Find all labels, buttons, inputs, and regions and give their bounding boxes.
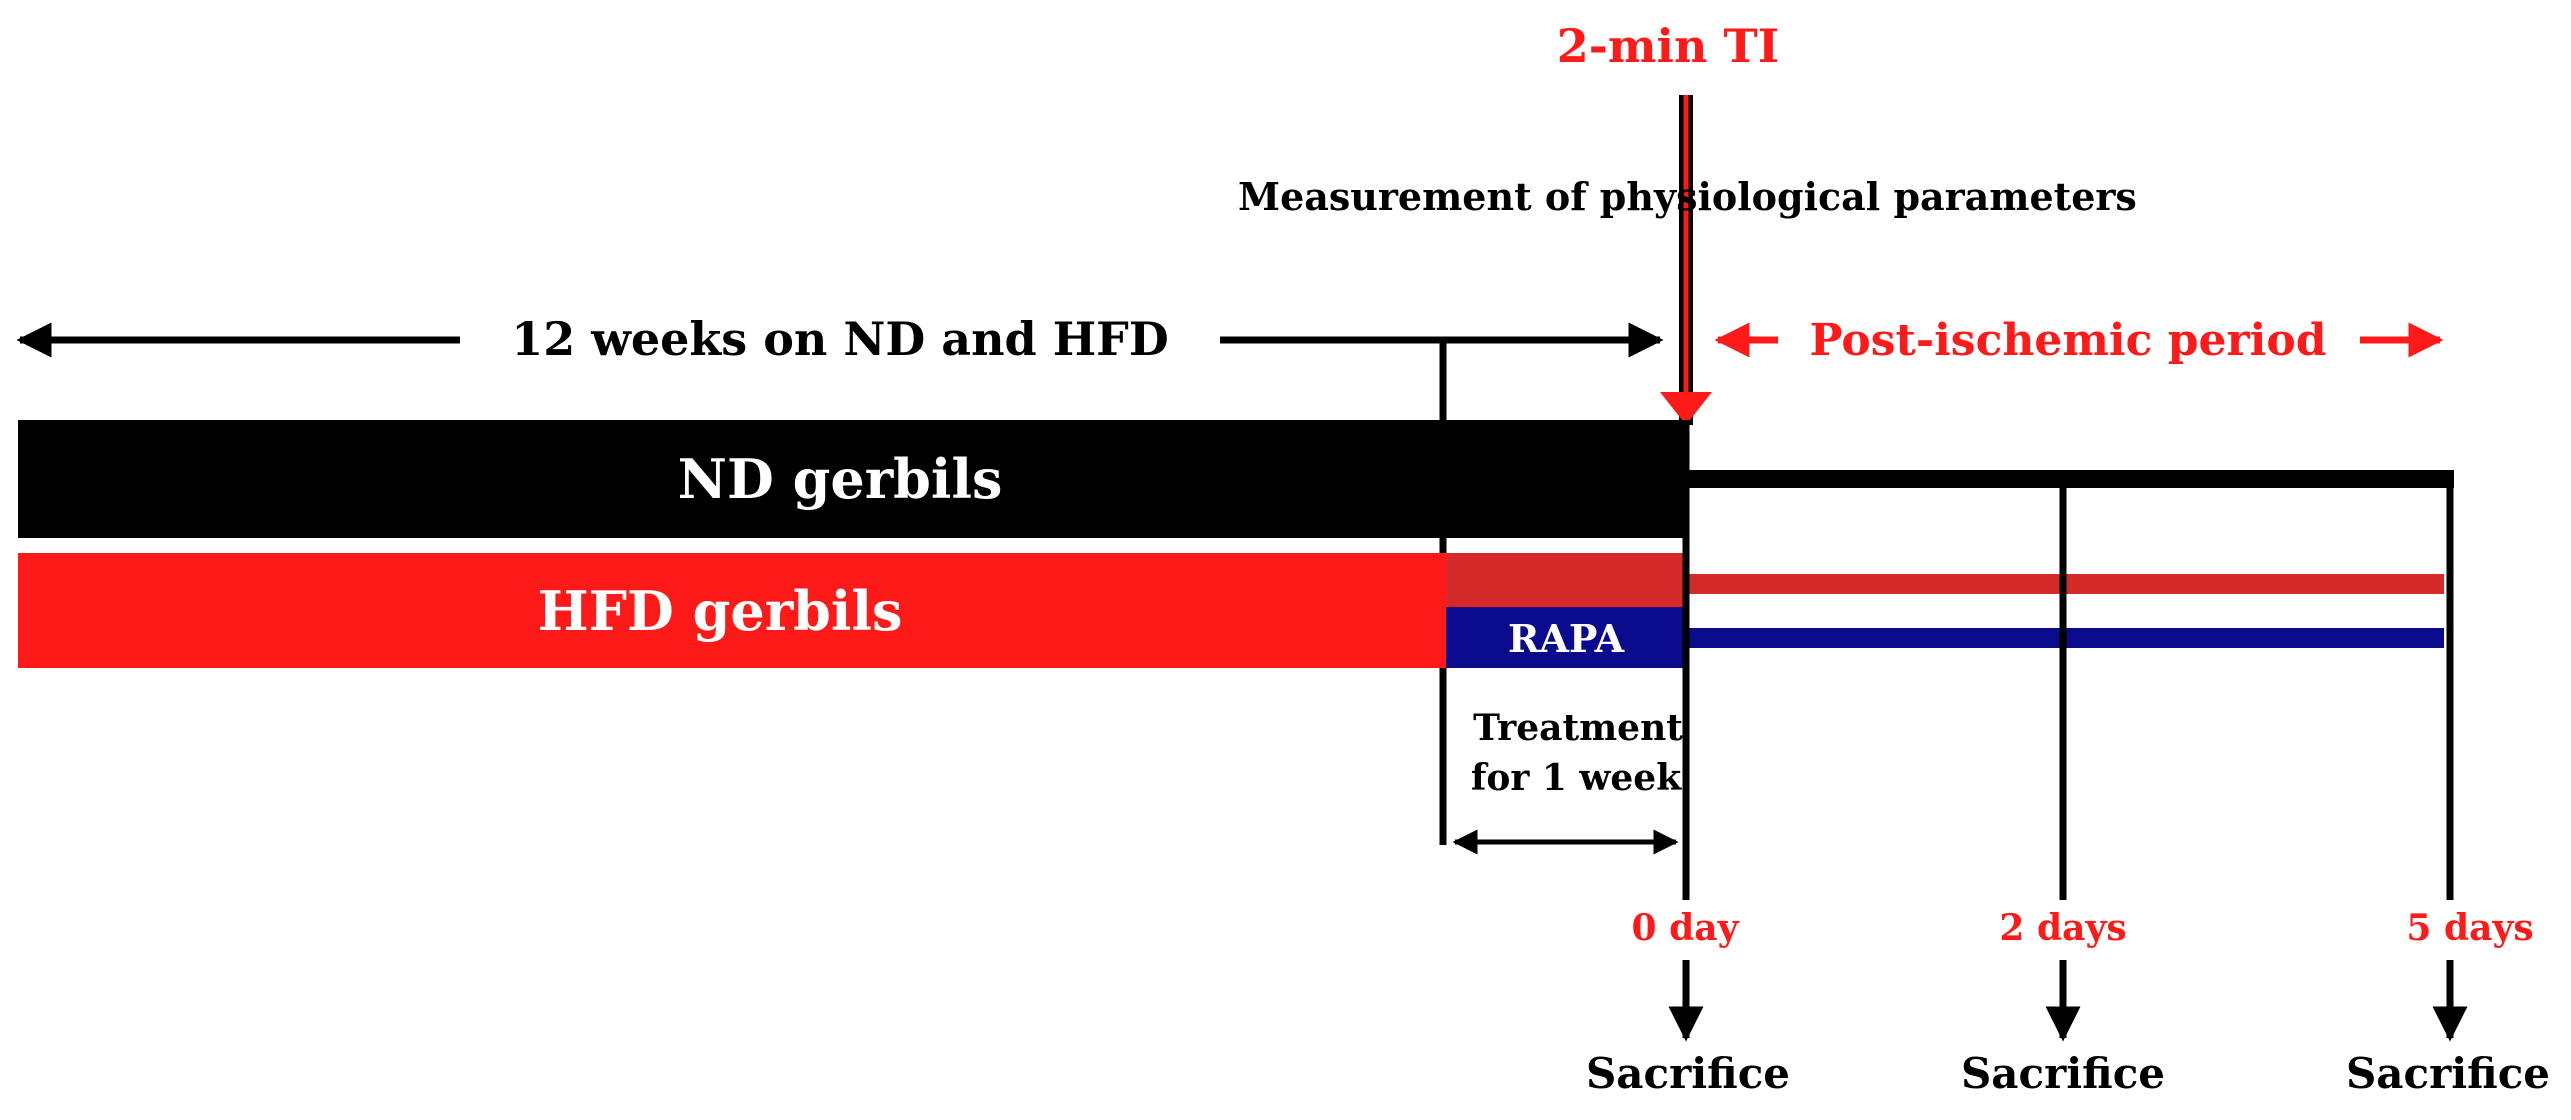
nd-gerbils-bar — [18, 420, 1686, 538]
sacrifice-label-5-days: Sacrifice — [2346, 1049, 2550, 1098]
ischemia-arrowhead — [1660, 392, 1712, 425]
treatment-label-line2: for 1 week — [1471, 757, 1682, 799]
timepoint-label-2-days: 2 days — [1999, 907, 2126, 949]
post-ischemic-label: Post-ischemic period — [1809, 315, 2326, 366]
sacrifice-label-2-days: Sacrifice — [1961, 1049, 2165, 1098]
rapa-label: RAPA — [1508, 616, 1625, 661]
rapa-bar — [1446, 607, 1686, 668]
hfd-gerbils-bar — [18, 553, 1686, 668]
treatment-label-line1: Treatment — [1473, 707, 1683, 749]
hfd-treatment-segment — [1446, 553, 1686, 605]
sacrifice-label-0-day: Sacrifice — [1586, 1049, 1790, 1098]
timepoint-label-5-days: 5 days — [2406, 907, 2533, 949]
diet-period-label: 12 weeks on ND and HFD — [511, 312, 1168, 366]
measurement-label: Measurement of physiological parameters — [1238, 174, 2137, 219]
ischemia-label: 2-min TI — [1557, 19, 1779, 73]
nd-gerbils-label: ND gerbils — [678, 447, 1003, 511]
hfd-gerbils-label: HFD gerbils — [538, 579, 903, 643]
timepoint-label-0-day: 0 day — [1632, 907, 1740, 949]
nd-post-line — [1686, 470, 2454, 488]
